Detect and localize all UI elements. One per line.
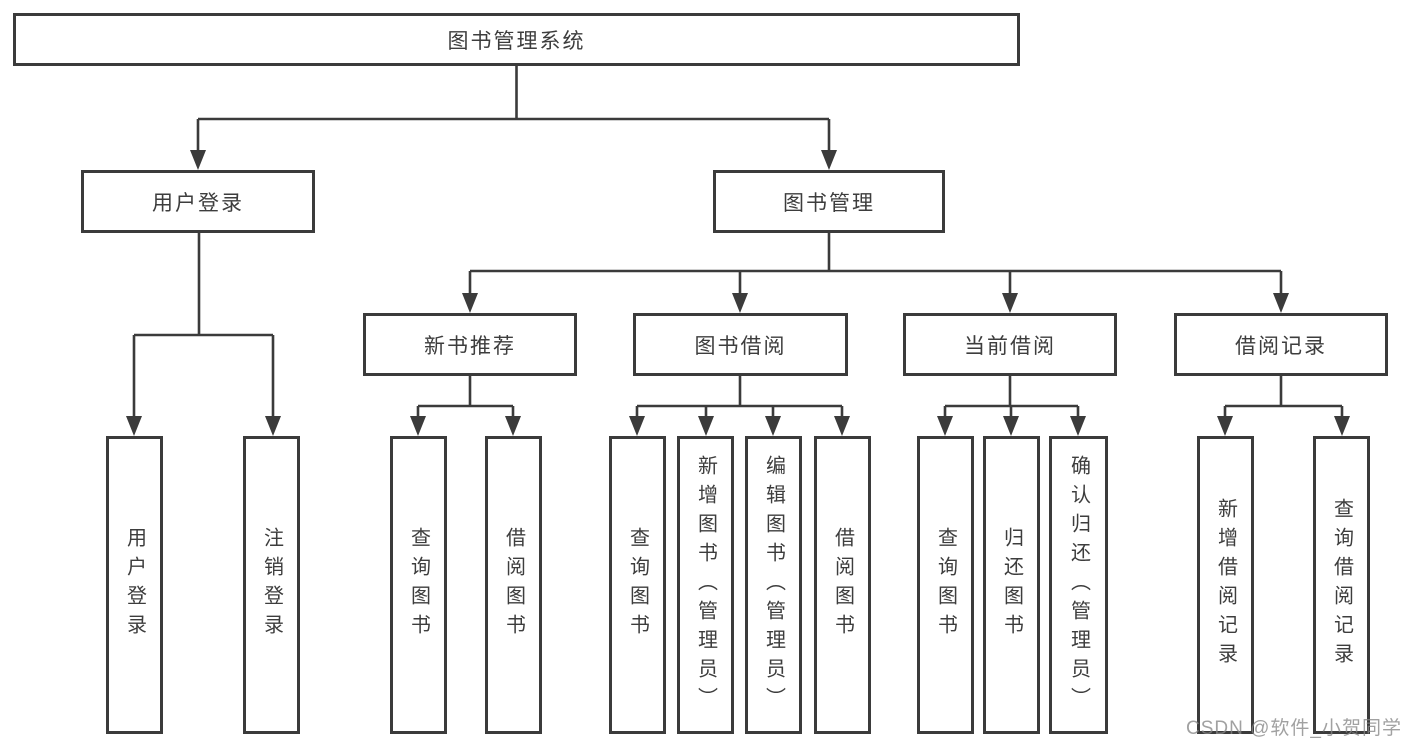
arrowhead: [265, 416, 281, 436]
arrowhead: [821, 150, 837, 170]
leaf-query-books-recommend: 查询图书: [390, 436, 447, 734]
node-book-management: 图书管理: [713, 170, 945, 233]
leaf-label: 借阅图书: [831, 527, 854, 643]
node-user-login: 用户登录: [81, 170, 315, 233]
leaf-borrow-books-recommend: 借阅图书: [485, 436, 542, 734]
leaf-label: 查询图书: [934, 527, 957, 643]
arrowhead: [732, 293, 748, 313]
leaf-label: 编辑图书（管理员）: [762, 454, 785, 716]
leaf-add-borrow-record: 新增借阅记录: [1197, 436, 1254, 734]
leaf-label: 查询图书: [407, 527, 430, 643]
arrowhead: [126, 416, 142, 436]
leaf-query-books-borrowing: 查询图书: [609, 436, 666, 734]
arrowhead: [1273, 293, 1289, 313]
node-library-management-system: 图书管理系统: [13, 13, 1020, 66]
arrowhead: [462, 293, 478, 313]
leaf-label: 注销登录: [260, 527, 283, 643]
arrowhead: [1217, 416, 1233, 436]
leaf-label: 借阅图书: [502, 527, 525, 643]
arrowhead: [629, 416, 645, 436]
leaf-add-book-admin: 新增图书（管理员）: [677, 436, 734, 734]
arrowhead: [937, 416, 953, 436]
node-book-borrowing: 图书借阅: [633, 313, 848, 376]
leaf-logout: 注销登录: [243, 436, 300, 734]
arrowhead: [1002, 293, 1018, 313]
arrowhead: [698, 416, 714, 436]
leaf-label: 用户登录: [123, 527, 146, 643]
leaf-label: 查询借阅记录: [1330, 498, 1353, 672]
leaf-borrow-books: 借阅图书: [814, 436, 871, 734]
arrowhead: [410, 416, 426, 436]
leaf-label: 新增图书（管理员）: [694, 454, 717, 716]
leaf-query-books-current: 查询图书: [917, 436, 974, 734]
arrowhead: [834, 416, 850, 436]
arrowhead: [1003, 416, 1019, 436]
arrowhead: [505, 416, 521, 436]
leaf-label: 新增借阅记录: [1214, 498, 1237, 672]
tree-edges: [132, 66, 1344, 418]
arrowhead: [1334, 416, 1350, 436]
leaf-label: 归还图书: [1000, 527, 1023, 643]
node-current-borrowing: 当前借阅: [903, 313, 1117, 376]
leaf-label: 确认归还（管理员）: [1067, 454, 1090, 716]
leaf-return-book: 归还图书: [983, 436, 1040, 734]
leaf-confirm-return-admin: 确认归还（管理员）: [1049, 436, 1108, 734]
csdn-watermark: CSDN @软件_小贺同学: [1186, 718, 1402, 739]
arrowhead: [765, 416, 781, 436]
leaf-query-borrow-record: 查询借阅记录: [1313, 436, 1370, 734]
leaf-user-login: 用户登录: [106, 436, 163, 734]
node-new-book-recommend: 新书推荐: [363, 313, 577, 376]
leaf-edit-book-admin: 编辑图书（管理员）: [745, 436, 802, 734]
leaf-label: 查询图书: [626, 527, 649, 643]
arrowhead: [1070, 416, 1086, 436]
node-borrowing-records: 借阅记录: [1174, 313, 1388, 376]
arrowhead: [190, 150, 206, 170]
